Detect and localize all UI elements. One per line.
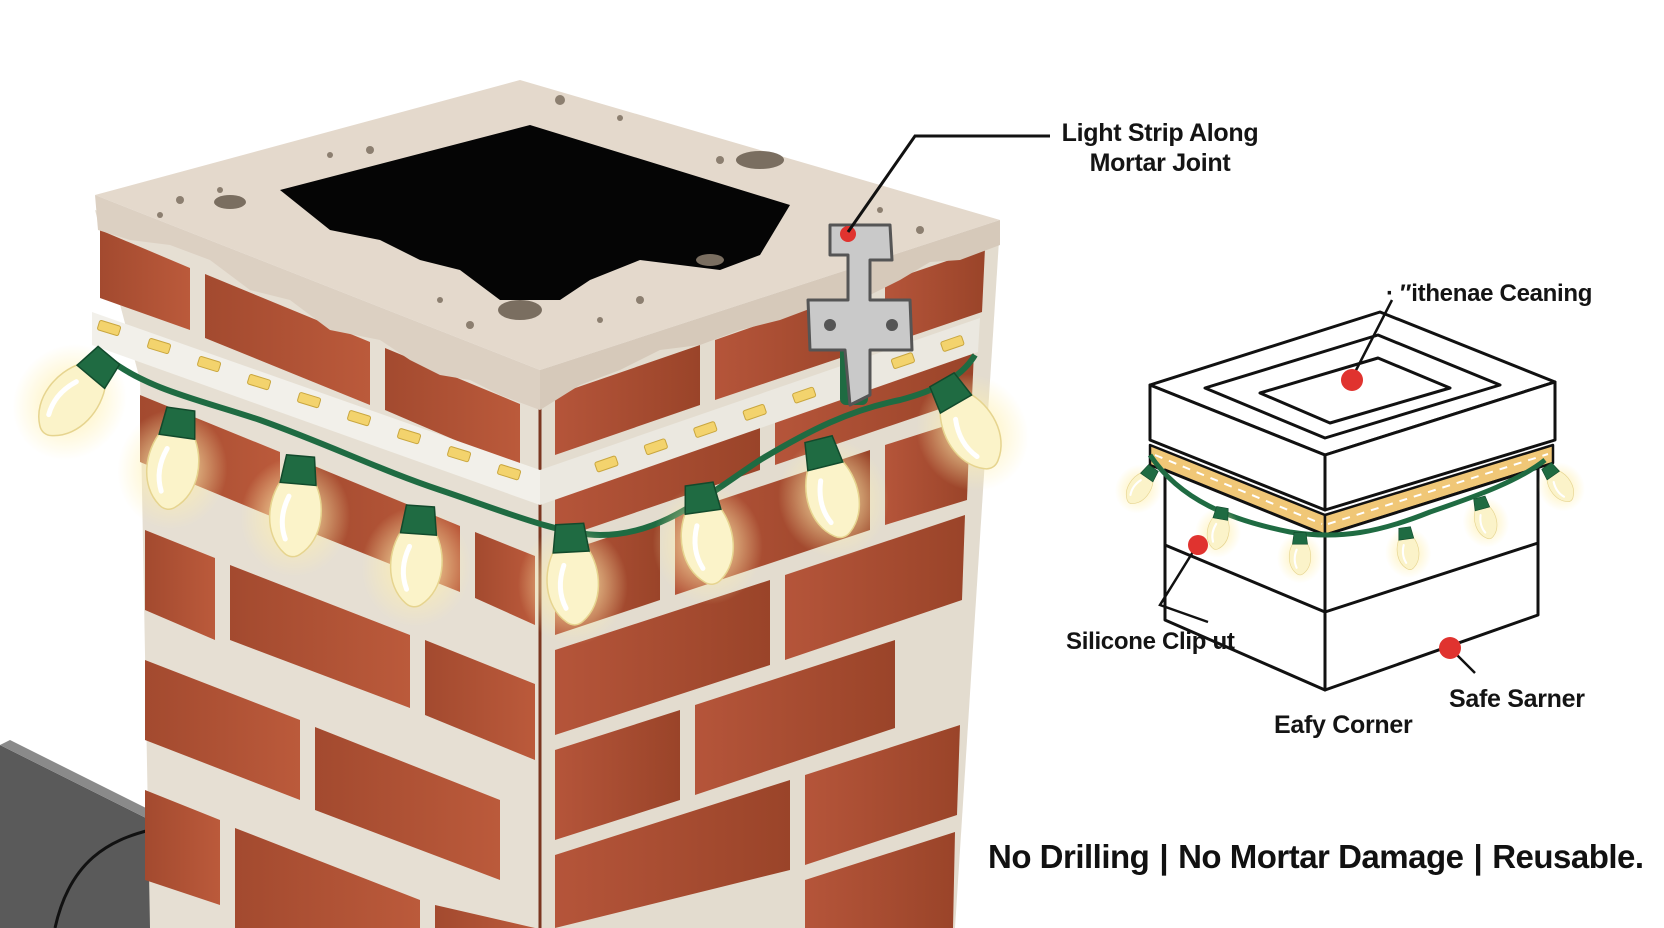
c9-bulb-icon [778, 434, 889, 559]
led-segment [197, 356, 222, 373]
main-callout-line2: Mortar Joint [1089, 149, 1231, 177]
inset-bulb-group [1114, 462, 1586, 584]
inset-bulb-icon [1385, 526, 1432, 579]
main-callout-label: Light Strip Along Mortar Joint [1040, 118, 1280, 178]
benefits-tagline: No Drilling|No Mortar Damage|Reusable. [988, 838, 1644, 876]
led-segment [97, 319, 122, 336]
c9-bulb-icon [916, 371, 1029, 492]
main-marker-dot [840, 226, 856, 242]
mounting-clip-icon [806, 223, 914, 407]
inset-strip-dash-line [1154, 454, 1323, 525]
main-callout-line1: Light Strip Along [1061, 119, 1259, 147]
led-segment [792, 386, 817, 404]
led-segment [147, 338, 172, 355]
tagline-separator: | [1473, 838, 1483, 875]
benefit-no-drilling: No Drilling [988, 838, 1150, 875]
bulb-group [12, 344, 1029, 645]
led-segment [297, 392, 322, 409]
inset-right-label: Safe Sarner [1449, 685, 1585, 713]
inset-bulb-icon [1537, 462, 1586, 512]
c9-bulb-icon [517, 522, 628, 645]
led-segment [594, 455, 619, 473]
c9-bulb-icon [117, 406, 228, 530]
inset-bulb-icon [1114, 464, 1163, 514]
c9-bulb-icon [240, 453, 351, 577]
benefit-reusable: Reusable. [1492, 838, 1644, 875]
led-segment [347, 410, 372, 427]
inset-bottom-label: Eafy Corner [1274, 711, 1413, 739]
inset-strip-dashes [1154, 453, 1549, 525]
inset-marker-left [1188, 535, 1208, 555]
c9-bulb-icon [652, 481, 763, 605]
c9-bulb-icon [12, 344, 127, 461]
inset-wire [1147, 453, 1547, 538]
chimney-body [95, 210, 1000, 928]
led-segment [643, 438, 668, 455]
c9-bulb-icon [361, 504, 472, 627]
main-callout-leader [846, 134, 1050, 233]
led-segment [742, 404, 767, 421]
benefit-no-mortar-damage: No Mortar Damage [1178, 838, 1464, 875]
inset-marker-top [1341, 369, 1363, 391]
led-segment [693, 421, 718, 438]
inset-bulb-icon [1462, 495, 1510, 548]
flue-opening [280, 125, 790, 300]
led-segment [397, 428, 422, 445]
led-segment [497, 464, 522, 481]
inset-top-label: · ″ithenae Ceaning [1386, 280, 1593, 307]
inset-marker-right [1439, 637, 1461, 659]
led-segment [940, 335, 965, 352]
led-segment [447, 446, 472, 463]
inset-left-label: Silicone Clip ut [1066, 628, 1235, 655]
inset-bulb-icon [1276, 532, 1324, 584]
tagline-separator: | [1159, 838, 1169, 875]
roof-ledge [0, 740, 160, 928]
chimney-crown [95, 80, 1000, 410]
led-segment [890, 352, 915, 369]
led-segment [247, 374, 272, 391]
